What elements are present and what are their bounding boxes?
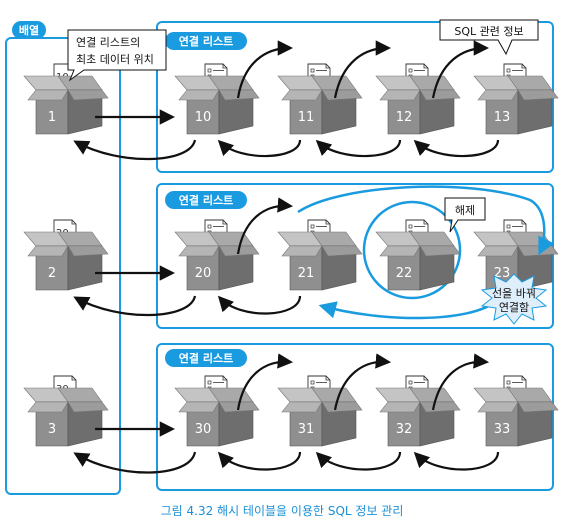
node-num-10: 10 bbox=[195, 110, 212, 125]
list-node-30: 30 bbox=[174, 375, 260, 447]
list-label-2: 연결 리스트 bbox=[179, 193, 233, 207]
list-node-21: 21 bbox=[277, 219, 363, 291]
node-num-30: 30 bbox=[195, 422, 212, 437]
list-frame-2 bbox=[156, 183, 554, 329]
array-pill bbox=[12, 21, 46, 39]
list-node-31: 31 bbox=[277, 375, 363, 447]
node-num-32: 32 bbox=[396, 422, 413, 437]
list-node-22: 22 bbox=[375, 219, 461, 291]
list-label-1: 연결 리스트 bbox=[179, 34, 233, 48]
node-num-33: 33 bbox=[494, 422, 511, 437]
list-node-11: 11 bbox=[277, 63, 363, 135]
array-box-1: 10 1 bbox=[23, 63, 109, 135]
arrows-row-2 bbox=[73, 197, 302, 317]
arrows-row-1 bbox=[73, 40, 500, 161]
list-node-32: 32 bbox=[375, 375, 461, 447]
list-pill-2 bbox=[165, 191, 247, 209]
list-frame-3 bbox=[156, 343, 554, 491]
list-node-33: 33 bbox=[473, 375, 559, 447]
array-frame bbox=[5, 37, 121, 495]
list-node-12: 12 bbox=[375, 63, 461, 135]
callout-first-data: 연결 리스트의 최초 데이터 위치 bbox=[67, 29, 167, 82]
callout-first-line-1: 연결 리스트의 bbox=[76, 36, 140, 49]
array-box-num-1: 1 bbox=[48, 110, 56, 125]
released-node-circle bbox=[362, 200, 462, 300]
starburst-line-2: 연결함 bbox=[499, 301, 529, 314]
starburst-line-1: 선을 바꿔 bbox=[492, 287, 536, 300]
list-node-23: 23 bbox=[473, 219, 559, 291]
node-num-21: 21 bbox=[298, 266, 315, 281]
array-box-3: 30 3 bbox=[23, 375, 109, 447]
callout-sql-text: SQL 관련 정보 bbox=[454, 25, 523, 38]
list-pill-1 bbox=[165, 32, 247, 50]
figure-caption: 그림 4.32 해시 테이블을 이용한 SQL 정보 관리 bbox=[161, 504, 404, 518]
callout-release: 해제 bbox=[444, 197, 486, 233]
list-node-20: 20 bbox=[174, 219, 260, 291]
array-label: 배열 bbox=[19, 23, 39, 37]
array-box-2: 20 2 bbox=[23, 219, 109, 291]
arrows-row-3 bbox=[73, 353, 500, 474]
relink-starburst: 선을 바꿔 연결함 bbox=[480, 273, 548, 325]
node-num-23: 23 bbox=[494, 266, 511, 281]
list-pill-3 bbox=[165, 349, 247, 367]
relink-arrows bbox=[297, 185, 555, 320]
list-node-10: 10 bbox=[174, 63, 260, 135]
node-num-31: 31 bbox=[298, 422, 315, 437]
callout-sql-info: SQL 관련 정보 bbox=[439, 19, 539, 56]
callout-release-text: 해제 bbox=[455, 203, 475, 217]
list-node-13: 13 bbox=[473, 63, 559, 135]
list-label-3: 연결 리스트 bbox=[179, 351, 233, 365]
callout-first-line-2: 최초 데이터 위치 bbox=[76, 53, 154, 66]
node-num-11: 11 bbox=[298, 110, 315, 125]
array-box-num-2: 2 bbox=[48, 266, 56, 281]
array-box-num-3: 3 bbox=[48, 422, 56, 437]
node-num-13: 13 bbox=[494, 110, 511, 125]
node-num-22: 22 bbox=[396, 266, 413, 281]
node-num-20: 20 bbox=[195, 266, 212, 281]
node-num-12: 12 bbox=[396, 110, 413, 125]
